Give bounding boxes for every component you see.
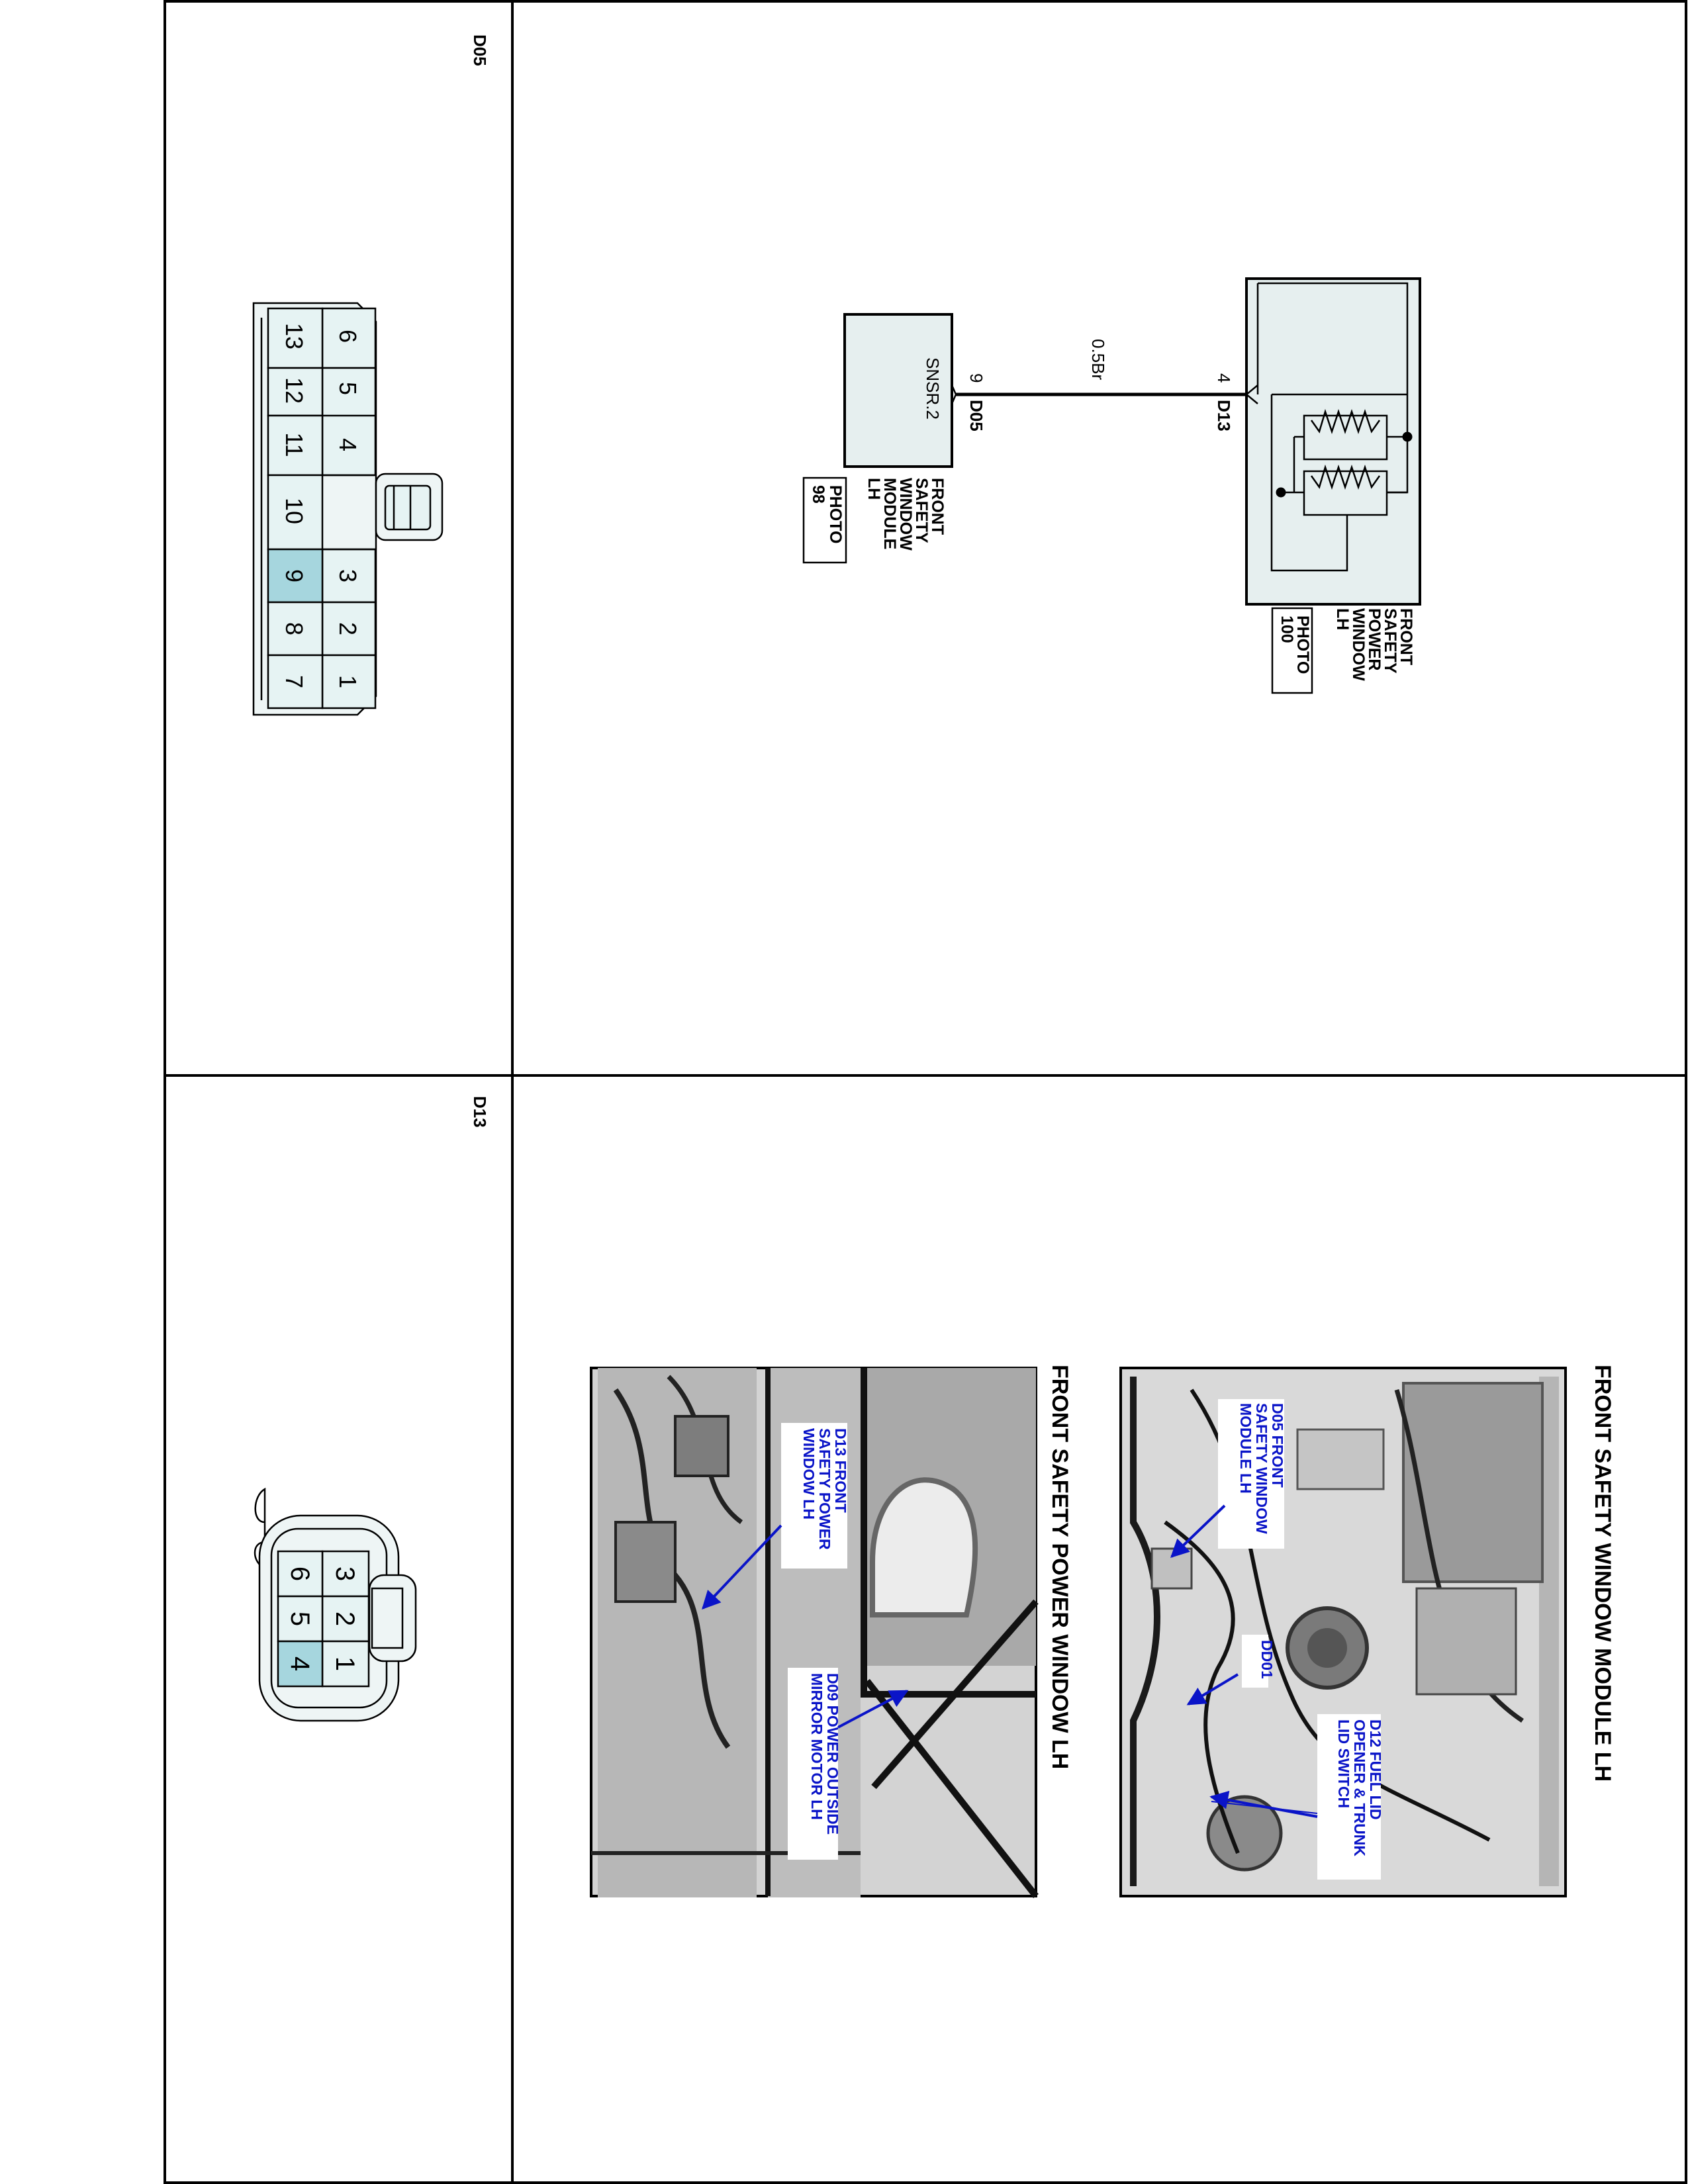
module-photo-panel: FRONT SAFETY WINDOW MODULE LH D05 FRONT … [1119, 1365, 1615, 1897]
connector-id-d13: D13 [470, 1096, 490, 1128]
power-window-component [1245, 277, 1421, 606]
pin-label: 13 [281, 323, 308, 349]
pin-label: 2 [334, 622, 361, 635]
pin-cell-8 [267, 601, 324, 657]
svg-text:MODULE LH: MODULE LH [1237, 1403, 1254, 1494]
photo-title: FRONT SAFETY POWER WINDOW LH [1047, 1365, 1072, 1769]
photo-reference-98: PHOTO 98 [802, 477, 847, 564]
d05-pin-labels: 6 5 4 3 2 1 13 12 11 10 9 8 7 [281, 323, 361, 688]
window-photo [590, 1367, 1039, 1899]
pin-label-highlighted: 4 [285, 1657, 314, 1671]
svg-text:DD01: DD01 [1258, 1640, 1276, 1679]
svg-text:LID SWITCH: LID SWITCH [1335, 1719, 1352, 1808]
pin-label: 1 [330, 1657, 359, 1671]
pin-cell-3 [321, 548, 377, 604]
svg-text:D09 POWER OUTSIDE: D09 POWER OUTSIDE [824, 1673, 841, 1835]
pin-label: 11 [281, 432, 308, 457]
callout-d09-power-outside-mirror: D09 POWER OUTSIDE MIRROR MOTOR LH [788, 1668, 909, 1860]
wire-label: 0.5Br [1088, 339, 1108, 380]
svg-text:OPENER & TRUNK: OPENER & TRUNK [1351, 1719, 1368, 1856]
pin-label: 12 [281, 377, 308, 404]
pin-cell-4 [277, 1640, 324, 1688]
d13-pin-cells [277, 1550, 370, 1688]
label-line: LH [865, 478, 883, 500]
callout-dd01: DD01 [1186, 1635, 1276, 1706]
label-line: SAFETY [912, 478, 931, 543]
pin-cell-10 [267, 474, 324, 551]
connector-id-d05: D05 [470, 34, 490, 66]
photo-title: FRONT SAFETY WINDOW MODULE LH [1590, 1365, 1615, 1782]
label-line: SAFETY [1381, 608, 1399, 674]
pin-cell-1 [321, 654, 377, 709]
pin-label: 6 [334, 330, 361, 343]
d13-connector-panel: D13 3 2 1 6 5 4 [254, 1096, 490, 1722]
pin-label: 1 [334, 675, 361, 688]
d05-pin-cells [267, 307, 377, 709]
pin-cell-6 [277, 1550, 324, 1598]
label-line: WINDOW [896, 478, 915, 551]
module-inner-label: SNSR.2 [923, 357, 943, 420]
pin-cell-11 [267, 414, 324, 477]
pin-cell-2 [321, 1595, 370, 1643]
pin-label: 3 [330, 1567, 359, 1581]
d13-pin-labels: 3 2 1 6 5 4 [285, 1567, 359, 1671]
wire-connector-d13: D13 [1214, 400, 1234, 432]
callout-d05-front-safety-window-module: D05 FRONT SAFETY WINDOW MODULE LH [1170, 1399, 1286, 1558]
wire-pin-d05: 9 [966, 373, 986, 383]
pin-label: 5 [334, 382, 361, 395]
module-label: FRONT SAFETY WINDOW MODULE LH [865, 478, 947, 551]
svg-text:PHOTO: PHOTO [826, 485, 845, 543]
schematic: FRONT SAFETY POWER WINDOW LH PHOTO 100 0… [802, 277, 1421, 694]
window-module-component [843, 313, 953, 468]
power-window-label: FRONT SAFETY POWER WINDOW LH [1333, 608, 1415, 681]
pin-label: 3 [334, 569, 361, 582]
svg-text:D13 FRONT: D13 FRONT [832, 1428, 849, 1513]
pin-cell-9 [267, 548, 324, 604]
svg-text:D05 FRONT: D05 FRONT [1269, 1403, 1286, 1488]
svg-text:SAFETY POWER: SAFETY POWER [816, 1428, 833, 1550]
callout-d13-front-safety-power-window: D13 FRONT SAFETY POWER WINDOW LH [702, 1423, 849, 1610]
svg-text:PHOTO: PHOTO [1293, 615, 1312, 674]
label-line: POWER [1365, 608, 1383, 670]
page-frame [164, 0, 1687, 2184]
d05-connector-panel: D05 [252, 34, 490, 716]
wire-connector-d05: D05 [966, 400, 986, 432]
svg-text:SAFETY WINDOW: SAFETY WINDOW [1253, 1403, 1270, 1534]
label-line: LH [1333, 608, 1352, 630]
pin-label: 8 [281, 622, 308, 635]
pin-label: 7 [281, 675, 308, 688]
label-line: FRONT [1397, 608, 1415, 665]
pin-label: 4 [334, 438, 361, 451]
label-line: FRONT [928, 478, 947, 535]
window-photo-panel: FRONT SAFETY POWER WINDOW LH D13 FRONT S… [590, 1365, 1072, 1899]
label-line: MODULE [880, 478, 899, 549]
pin-label-highlighted: 9 [281, 569, 308, 582]
wire-0-5br [951, 385, 1258, 404]
pin-label: 6 [285, 1567, 314, 1581]
svg-text:100: 100 [1278, 615, 1296, 643]
svg-text:WINDOW LH: WINDOW LH [800, 1428, 818, 1520]
svg-text:MIRROR MOTOR LH: MIRROR MOTOR LH [808, 1673, 825, 1820]
pin-label: 5 [285, 1612, 314, 1626]
svg-text:98: 98 [809, 485, 827, 504]
pin-cell-7 [267, 654, 324, 709]
pin-cell-5 [277, 1595, 324, 1643]
wire-pin-d13: 4 [1214, 373, 1234, 383]
d05-connector-face [252, 302, 444, 716]
pin-label: 2 [330, 1612, 359, 1626]
label-line: WINDOW [1349, 608, 1368, 681]
pin-label: 10 [281, 498, 308, 524]
photo-reference-100: PHOTO 100 [1271, 607, 1313, 694]
pin-cell-4 [321, 414, 377, 477]
d13-connector-face [254, 1487, 417, 1722]
svg-text:D12 FUEL LID: D12 FUEL LID [1367, 1719, 1384, 1820]
callout-d12-fuel-lid-opener: D12 FUEL LID OPENER & TRUNK LID SWITCH [1209, 1714, 1384, 1880]
